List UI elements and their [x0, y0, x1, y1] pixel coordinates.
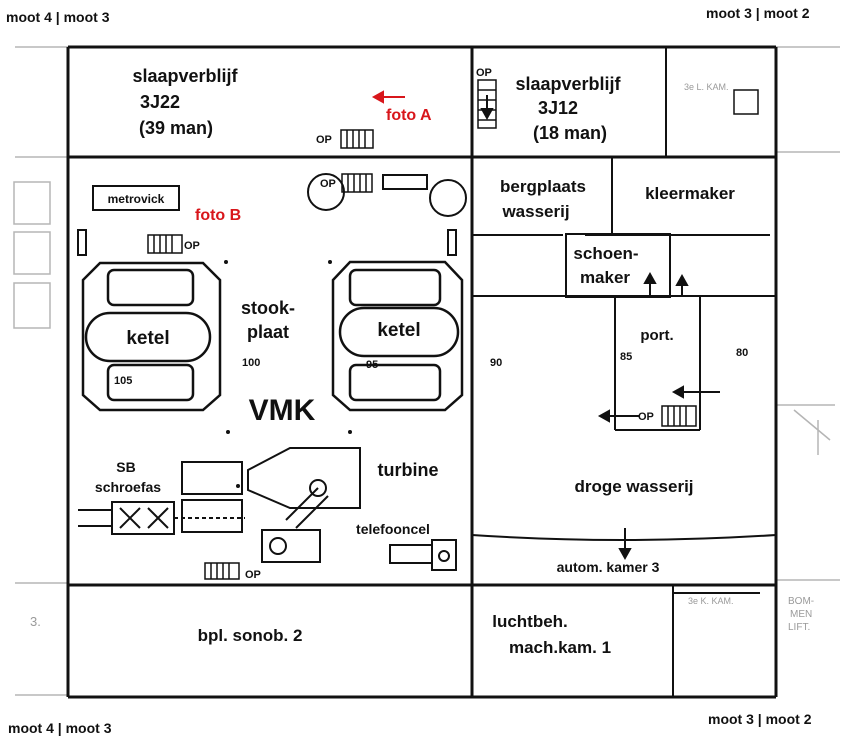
partitions	[471, 47, 777, 697]
corner-label-top-left: moot 4 | moot 3	[6, 9, 110, 25]
ladder-icon	[341, 173, 373, 193]
kam-label-bottom: 3e K. KAM.	[688, 596, 734, 606]
machinery	[77, 173, 467, 571]
arrow-head-icon	[597, 409, 610, 423]
ketel-left-label: ketel	[126, 328, 169, 349]
op-label: OP	[320, 178, 336, 190]
kam-label-top: 3e L. KAM.	[684, 82, 729, 92]
room-label-luchtbeh: luchtbeh.	[492, 612, 568, 631]
corner-label-bottom-left: moot 4 | moot 3	[8, 720, 112, 736]
room-label-stookplaat-2: plaat	[247, 322, 289, 342]
bommen-lift-label-3: LIFT.	[788, 622, 810, 633]
room-label-schroefas: schroefas	[95, 479, 161, 495]
walls	[66, 45, 778, 699]
metrovick-unit	[92, 185, 180, 211]
room-label-schoenmaker-2: maker	[580, 268, 630, 287]
room-label-stookplaat-1: stook-	[241, 298, 295, 318]
ketel-right-label: ketel	[377, 320, 420, 341]
frame-number: 105	[114, 375, 132, 387]
frame-number: 80	[736, 347, 748, 359]
room-label-slaapverblijf-3j12: slaapverblijf	[515, 74, 621, 94]
room-label-slaapverblijf-3j22: slaapverblijf	[132, 66, 238, 86]
ladder-icon	[147, 234, 183, 254]
ladder-icon	[340, 129, 374, 149]
op-label: OP	[184, 240, 200, 252]
room-label-mach-kam: mach.kam. 1	[509, 638, 611, 657]
ladders	[147, 79, 697, 580]
room-label-autom-kamer: autom. kamer 3	[557, 559, 660, 575]
ladder-icon	[204, 562, 240, 580]
photo-label-b: foto B	[195, 207, 241, 224]
room-label-3j22-capacity: (39 man)	[139, 118, 213, 138]
room-label-telefooncel: telefooncel	[356, 521, 430, 537]
foto-a-arrow	[371, 90, 405, 104]
room-label-kleermaker: kleermaker	[645, 184, 735, 203]
room-label-3j12-capacity: (18 man)	[533, 123, 607, 143]
arrows	[480, 95, 720, 561]
corner-label-top-right: moot 3 | moot 2	[706, 5, 810, 21]
frame-number: 85	[620, 351, 632, 363]
small-room-top-right	[733, 89, 759, 115]
room-label-metrovick: metrovick	[108, 192, 165, 206]
room-label-3j12-code: 3J12	[538, 98, 578, 118]
number-label-3: 3.	[30, 614, 41, 629]
arrow-head-icon	[671, 385, 684, 399]
room-label-port: port.	[640, 327, 673, 344]
ketel-right-symbol	[331, 260, 464, 412]
bommen-lift-label-1: BOM-	[788, 596, 814, 607]
ketel-left-symbol	[81, 261, 222, 412]
op-label: OP	[638, 411, 654, 423]
arrow-head-icon	[643, 271, 657, 284]
frame-number: 90	[490, 357, 502, 369]
op-label: OP	[316, 134, 332, 146]
room-label-droge-wasserij: droge wasserij	[574, 477, 693, 496]
room-label-turbine: turbine	[378, 460, 439, 480]
corner-label-bottom-right: moot 3 | moot 2	[708, 711, 812, 727]
frame-dots	[224, 260, 352, 488]
adjacent-compartments	[13, 46, 840, 696]
arrow-head-icon	[480, 108, 494, 121]
op-label: OP	[245, 569, 261, 581]
op-label: OP	[476, 67, 492, 79]
photo-label-a: foto A	[386, 107, 432, 124]
room-label-vmk: VMK	[249, 394, 316, 427]
bommen-lift-label-2: MEN	[790, 609, 812, 620]
arrow-head-icon	[618, 548, 632, 561]
frame-number: 100	[242, 357, 260, 369]
room-label-bpl-sonob: bpl. sonob. 2	[198, 626, 303, 645]
ladder-icon	[661, 405, 697, 427]
room-label-sb: SB	[116, 459, 135, 475]
frame-number: 95	[366, 359, 378, 371]
room-label-schoenmaker-1: schoen-	[573, 244, 638, 263]
room-label-wasserij: wasserij	[501, 202, 569, 221]
room-label-3j22-code: 3J22	[140, 92, 180, 112]
room-label-bergplaats: bergplaats	[500, 177, 586, 196]
arrow-head-icon	[675, 273, 689, 286]
